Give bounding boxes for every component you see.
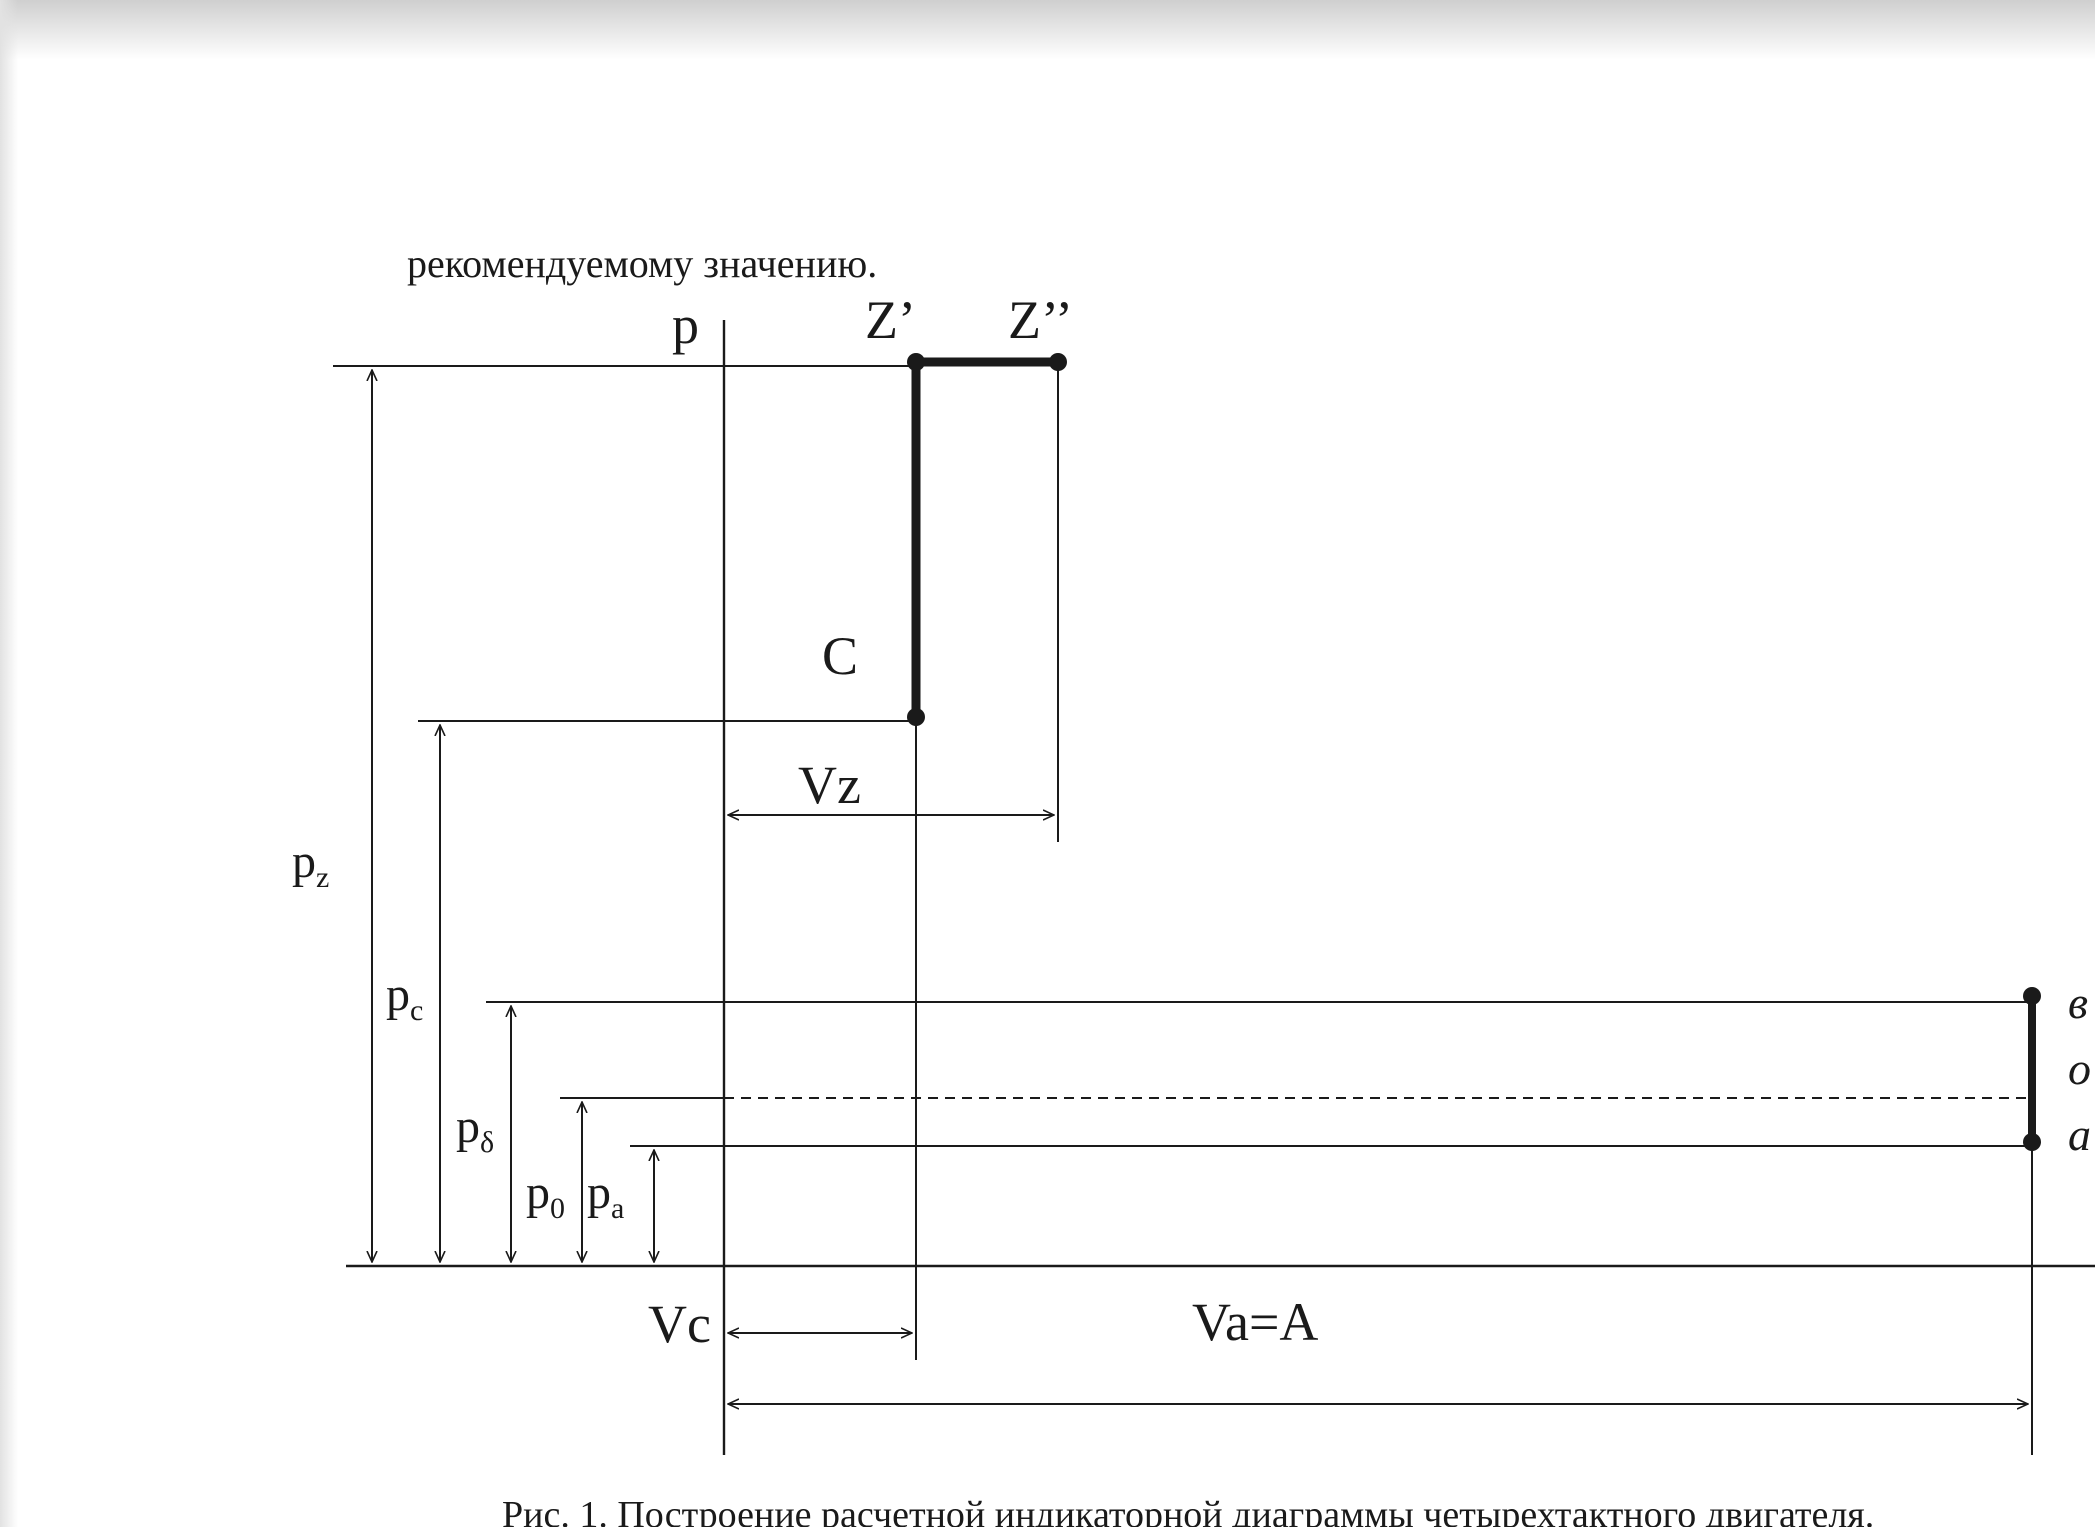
figure-caption: Рис. 1. Построение расчетной индикаторно…	[502, 1494, 1874, 1527]
vc-label: Vc	[648, 1294, 711, 1354]
scan-shadow-left	[0, 0, 18, 1527]
point-c	[907, 708, 925, 726]
c-label: C	[822, 626, 858, 686]
va-label: Va=A	[1192, 1292, 1318, 1352]
pa-label: pa	[587, 1166, 624, 1225]
p-axis-label: p	[672, 295, 699, 355]
point-b	[2023, 987, 2041, 1005]
pdelta-label: pδ	[456, 1100, 494, 1159]
z-prime-label: Z’	[865, 290, 916, 350]
z-double-prime-label: Z’’	[1008, 290, 1073, 350]
scan-shadow-top	[0, 0, 2095, 60]
point-a-letter: а	[2068, 1109, 2091, 1160]
point-z-double-prime	[1049, 353, 1067, 371]
point-o-letter: о	[2068, 1043, 2091, 1094]
pz-label: pz	[292, 835, 329, 894]
point-z-prime	[907, 353, 925, 371]
pc-label: pc	[386, 968, 423, 1027]
vz-label: Vz	[798, 755, 861, 815]
point-a	[2023, 1133, 2041, 1151]
p0-label: p0	[526, 1166, 565, 1225]
point-b-letter: в	[2068, 977, 2088, 1028]
intro-text: рекомендуемому значению.	[407, 241, 877, 286]
